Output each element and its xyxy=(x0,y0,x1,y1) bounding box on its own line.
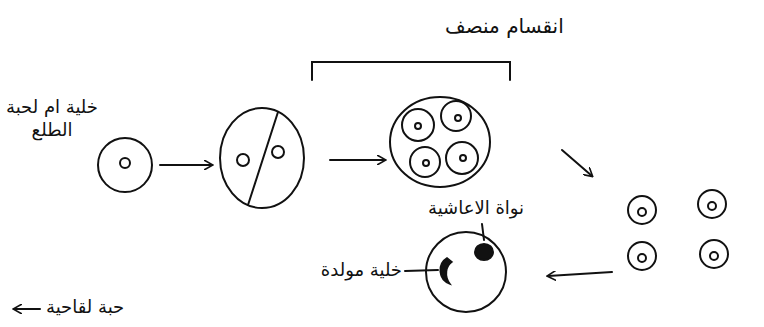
dividing-cell xyxy=(220,108,304,208)
vegetative-nucleus xyxy=(475,244,493,260)
nucleus xyxy=(708,202,716,210)
result-label: حبة لقاحية xyxy=(46,296,124,319)
leader-line xyxy=(405,270,438,271)
division-line xyxy=(248,112,278,205)
nucleus xyxy=(638,254,646,262)
arrow xyxy=(548,272,612,276)
division-title: انقسام منصف xyxy=(445,14,564,39)
microspore xyxy=(700,240,728,268)
tetrad-part xyxy=(410,147,440,177)
nucleus xyxy=(415,123,421,129)
nucleus xyxy=(272,146,284,158)
microspore xyxy=(698,190,726,218)
nucleus xyxy=(460,155,466,161)
nucleus xyxy=(710,252,718,260)
cell-label: خلية ام لحبة الطلع xyxy=(4,96,100,141)
tetrad-part xyxy=(441,101,471,131)
pollen-grain xyxy=(426,232,506,312)
part-label: نواة الاعاشية xyxy=(428,197,524,220)
arrow xyxy=(330,159,385,161)
nucleus xyxy=(455,115,461,121)
leader-line xyxy=(482,224,484,240)
nucleus xyxy=(237,154,249,166)
arrow xyxy=(562,150,592,176)
arrow xyxy=(14,308,40,310)
nucleus xyxy=(423,160,429,166)
tetrad-part xyxy=(446,142,478,174)
tetrad-part xyxy=(402,109,434,141)
microspore xyxy=(628,242,656,270)
part-label: خلية مولدة xyxy=(321,259,402,282)
mother-cell xyxy=(98,138,152,192)
arrow xyxy=(160,164,212,166)
tetrad-cell xyxy=(390,97,490,187)
microspore xyxy=(628,196,656,224)
bracket xyxy=(312,62,510,80)
nucleus xyxy=(638,208,646,216)
nucleus xyxy=(120,158,130,168)
generative-cell xyxy=(440,258,452,284)
